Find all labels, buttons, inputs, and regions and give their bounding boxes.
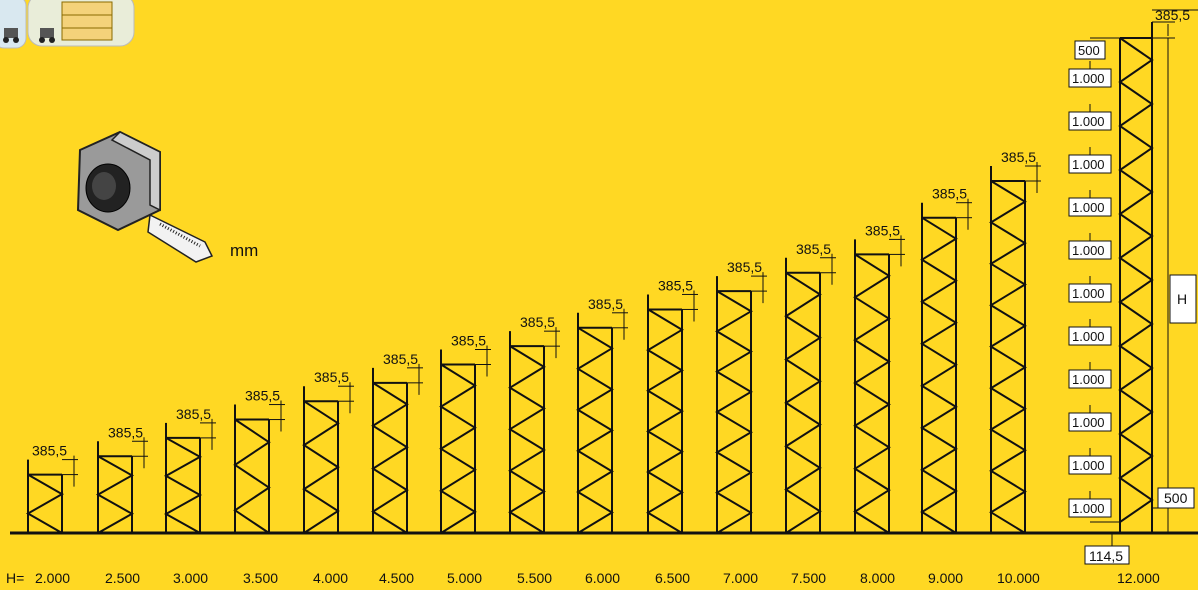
rack-height-label: 3.500: [243, 570, 278, 586]
rack-offset-label: 385,5: [176, 406, 211, 422]
rack-offset-label: 385,5: [383, 351, 418, 367]
rack-offset-label: 385,5: [658, 277, 693, 293]
rack-offset-label: 385,5: [314, 369, 349, 385]
detail-segment-label: 1.000: [1072, 458, 1105, 473]
rack-height-label: 2.000: [35, 570, 70, 586]
rack-height-label: 7.500: [791, 570, 826, 586]
rack-offset-label: 385,5: [932, 186, 967, 202]
rack-offset-label: 385,5: [32, 443, 67, 459]
rack-offset-label: 385,5: [865, 222, 900, 238]
unit-label: mm: [230, 241, 258, 260]
detail-bottom-offset: 500: [1164, 490, 1188, 506]
detail-segment-label: 1.000: [1072, 415, 1105, 430]
rack-height-label: 5.500: [517, 570, 552, 586]
detail-segment-label: 1.000: [1072, 114, 1105, 129]
detail-top-segment-box: [1074, 40, 1106, 60]
rack-height-label: 6.500: [655, 570, 690, 586]
rack-height-label: 8.000: [860, 570, 895, 586]
rack-height-label: 4.500: [379, 570, 414, 586]
detail-segment-label: 1.000: [1072, 372, 1105, 387]
rack-frame: [95, 437, 148, 534]
rack-height-label: 2.500: [105, 570, 140, 586]
rack-offset-label: 385,5: [108, 424, 143, 440]
rack-frame: [715, 272, 767, 534]
rack-frame: [920, 198, 972, 534]
rack-frame: [302, 382, 354, 534]
rack-frame: [233, 400, 285, 534]
rack-height-label: 6.000: [585, 570, 620, 586]
tape-measure-icon: [76, 130, 214, 263]
detail-base-offset: 114,5: [1089, 548, 1123, 564]
rack-frame: [646, 290, 698, 534]
height-prefix: H=: [6, 570, 24, 586]
rack-frame: [784, 253, 836, 534]
rack-frame: [25, 455, 78, 534]
detail-base-offset-box: [1084, 545, 1130, 565]
rack-frame: [439, 345, 491, 534]
rack-frame: [576, 308, 628, 534]
rack-frame: [163, 418, 216, 534]
rack-height-label: 7.000: [723, 570, 758, 586]
detail-segment-label: 1.000: [1072, 157, 1105, 172]
rack-height-label: 5.000: [447, 570, 482, 586]
forklift-icon: [0, 0, 27, 49]
detail-top-segment: 500: [1078, 43, 1100, 58]
rack-offset-label: 385,5: [796, 241, 831, 257]
detail-h-box: [1169, 274, 1197, 324]
rack-offset-label: 385,5: [520, 314, 555, 330]
rack-offset-label: 385,5: [245, 388, 280, 404]
rack-frame: [989, 162, 1041, 534]
detail-segment-label: 1.000: [1072, 286, 1105, 301]
rack-frame: [508, 327, 560, 534]
detail-h-label: H: [1177, 291, 1187, 307]
detail-top-offset: 385,5: [1155, 7, 1190, 23]
detail-height-label: 12.000: [1117, 570, 1160, 586]
rack-height-label: 10.000: [997, 570, 1040, 586]
detail-segment-label: 1.000: [1072, 71, 1105, 86]
detail-rack-12000: [1090, 9, 1198, 548]
detail-segment-label: 1.000: [1072, 243, 1105, 258]
rack-offset-label: 385,5: [727, 259, 762, 275]
detail-segment-label: 1.000: [1072, 200, 1105, 215]
warehouse-rack-icon: [27, 0, 135, 47]
rack-offset-label: 385,5: [451, 333, 486, 349]
detail-segment-label: 1.000: [1072, 329, 1105, 344]
rack-offset-label: 385,5: [588, 296, 623, 312]
detail-segment-label: 1.000: [1072, 501, 1105, 516]
rack-height-label: 3.000: [173, 570, 208, 586]
rack-height-label: 9.000: [928, 570, 963, 586]
rack-offset-label: 385,5: [1001, 149, 1036, 165]
detail-bottom-offset-box: [1157, 487, 1195, 509]
rack-frame: [371, 363, 423, 534]
rack-frame: [853, 235, 905, 534]
rack-height-label: 4.000: [313, 570, 348, 586]
